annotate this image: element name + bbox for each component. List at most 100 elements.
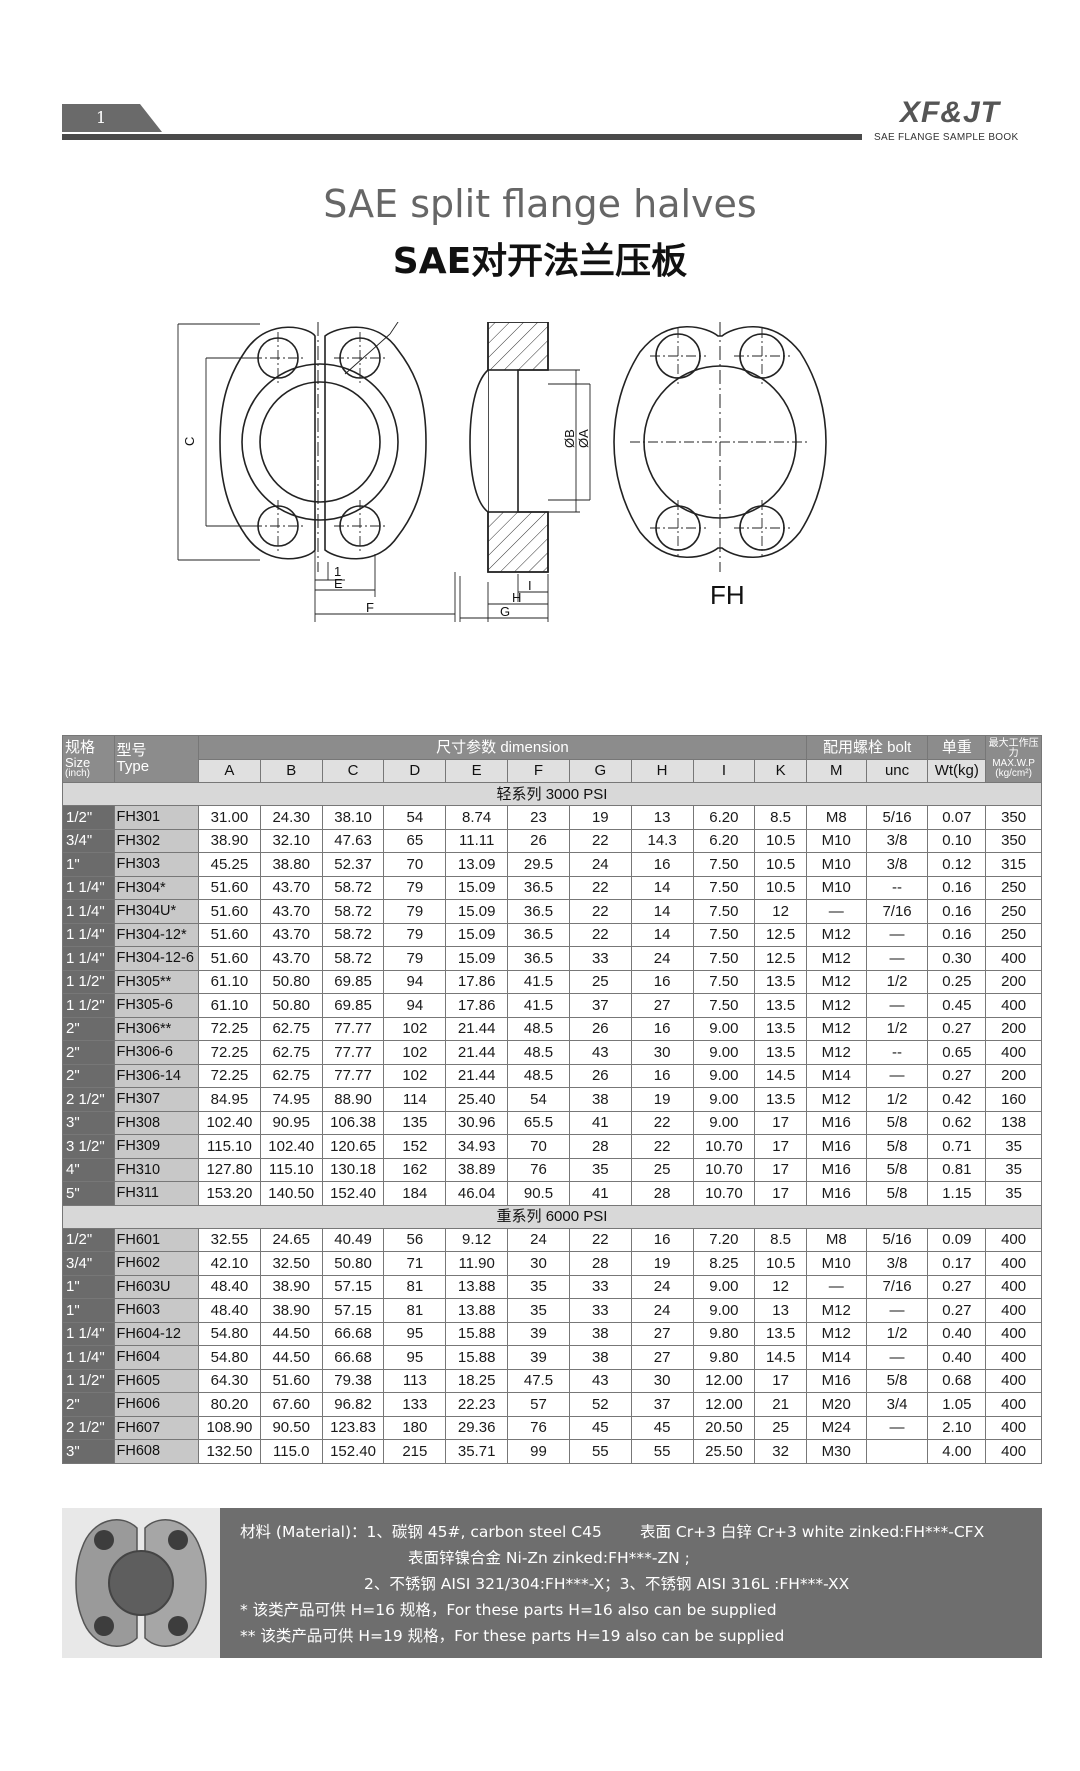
value-cell: 79 [383,899,447,924]
value-cell: M12 [805,1040,867,1065]
value-cell: 34.93 [445,1134,509,1159]
value-cell: 90.50 [259,1415,323,1440]
value-cell: 58.72 [321,946,385,971]
header-dimension: 尺寸参数 dimension [198,735,807,760]
type-cell: FH603 [113,1298,200,1323]
value-cell: 56 [383,1227,447,1252]
value-cell: 16 [630,1016,694,1041]
value-cell: 1.05 [927,1392,987,1417]
value-cell: 58.72 [321,875,385,900]
value-cell: 102 [383,1016,447,1041]
value-cell: 102 [383,1040,447,1065]
section-light: 轻系列 3000 PSI [62,782,1042,806]
value-cell: 7.50 [692,993,756,1018]
value-cell: M10 [805,1251,867,1276]
value-cell: 45 [568,1415,632,1440]
value-cell: 66.68 [321,1321,385,1346]
value-cell: 1/2 [865,1321,929,1346]
value-cell: M16 [805,1157,867,1182]
header-weight-en: Wt(kg) [927,758,987,783]
surface-line-1: 表面 Cr+3 白锌 Cr+3 white zinked:FH***-CFX [640,1523,985,1541]
value-cell: 12 [754,1274,807,1299]
value-cell: 6.20 [692,828,756,853]
value-cell: M8 [805,1227,867,1252]
value-cell: 102.40 [259,1134,323,1159]
value-cell: 33 [568,946,632,971]
value-cell: 0.12 [927,852,987,877]
value-cell: 400 [985,1439,1042,1464]
value-cell: 51.60 [198,922,261,947]
value-cell: 54 [507,1087,570,1112]
value-cell: 38.90 [259,1274,323,1299]
type-cell: FH304* [113,875,200,900]
page-number-tab [62,104,162,132]
header-size-en: Size [65,754,91,770]
size-cell: 1/2" [62,805,115,830]
value-cell: 0.81 [927,1157,987,1182]
value-cell: 21.44 [445,1040,509,1065]
value-cell: 200 [985,969,1042,994]
value-cell: 48.5 [507,1016,570,1041]
value-cell: 24 [507,1227,570,1252]
value-cell: 72.25 [198,1016,261,1041]
value-cell: 400 [985,1227,1042,1252]
value-cell: 79 [383,875,447,900]
note-h16: * 该类产品可供 H=16 规格，For these parts H=16 al… [240,1601,777,1619]
value-cell: 33 [568,1274,632,1299]
value-cell: 35 [985,1157,1042,1182]
value-cell: 152.40 [321,1439,385,1464]
value-cell: M10 [805,828,867,853]
value-cell: 32 [754,1439,807,1464]
header-pressure-unit: (kg/cm²) [995,768,1032,779]
value-cell: 400 [985,1368,1042,1393]
type-cell: FH305-6 [113,993,200,1018]
value-cell: 13 [630,805,694,830]
value-cell: 108.90 [198,1415,261,1440]
size-cell: 1 1/2" [62,993,115,1018]
value-cell: 24 [630,1274,694,1299]
value-cell: — [805,899,867,924]
value-cell: 0.16 [927,899,987,924]
value-cell: 9.00 [692,1298,756,1323]
value-cell: 22 [568,922,632,947]
value-cell: 35 [507,1298,570,1323]
value-cell: M16 [805,1134,867,1159]
value-cell: 3/8 [865,828,929,853]
value-cell: 13.88 [445,1298,509,1323]
value-cell: 40.49 [321,1227,385,1252]
value-cell: 30 [630,1040,694,1065]
value-cell: 17 [754,1368,807,1393]
value-cell: — [865,922,929,947]
value-cell: 24 [568,852,632,877]
value-cell: M16 [805,1368,867,1393]
value-cell: 38.80 [259,852,323,877]
value-cell: 14.5 [754,1345,807,1370]
value-cell: 19 [630,1087,694,1112]
value-cell: 115.0 [259,1439,323,1464]
value-cell: 38.10 [321,805,385,830]
value-cell: 0.40 [927,1321,987,1346]
size-cell: 2" [62,1016,115,1041]
header-col-m: M [805,758,867,783]
size-cell: 2" [62,1040,115,1065]
value-cell: 11.90 [445,1251,509,1276]
value-cell: 44.50 [259,1321,323,1346]
value-cell: M12 [805,1298,867,1323]
header-rule [62,134,862,140]
type-cell: FH306-14 [113,1063,200,1088]
value-cell: 22 [568,1227,632,1252]
value-cell: 45.25 [198,852,261,877]
dim-label-c: C [182,437,197,446]
value-cell: 39 [507,1321,570,1346]
product-photo [62,1508,220,1658]
value-cell: 2.10 [927,1415,987,1440]
value-cell: 17 [754,1157,807,1182]
value-cell: 79.38 [321,1368,385,1393]
value-cell: 26 [507,828,570,853]
